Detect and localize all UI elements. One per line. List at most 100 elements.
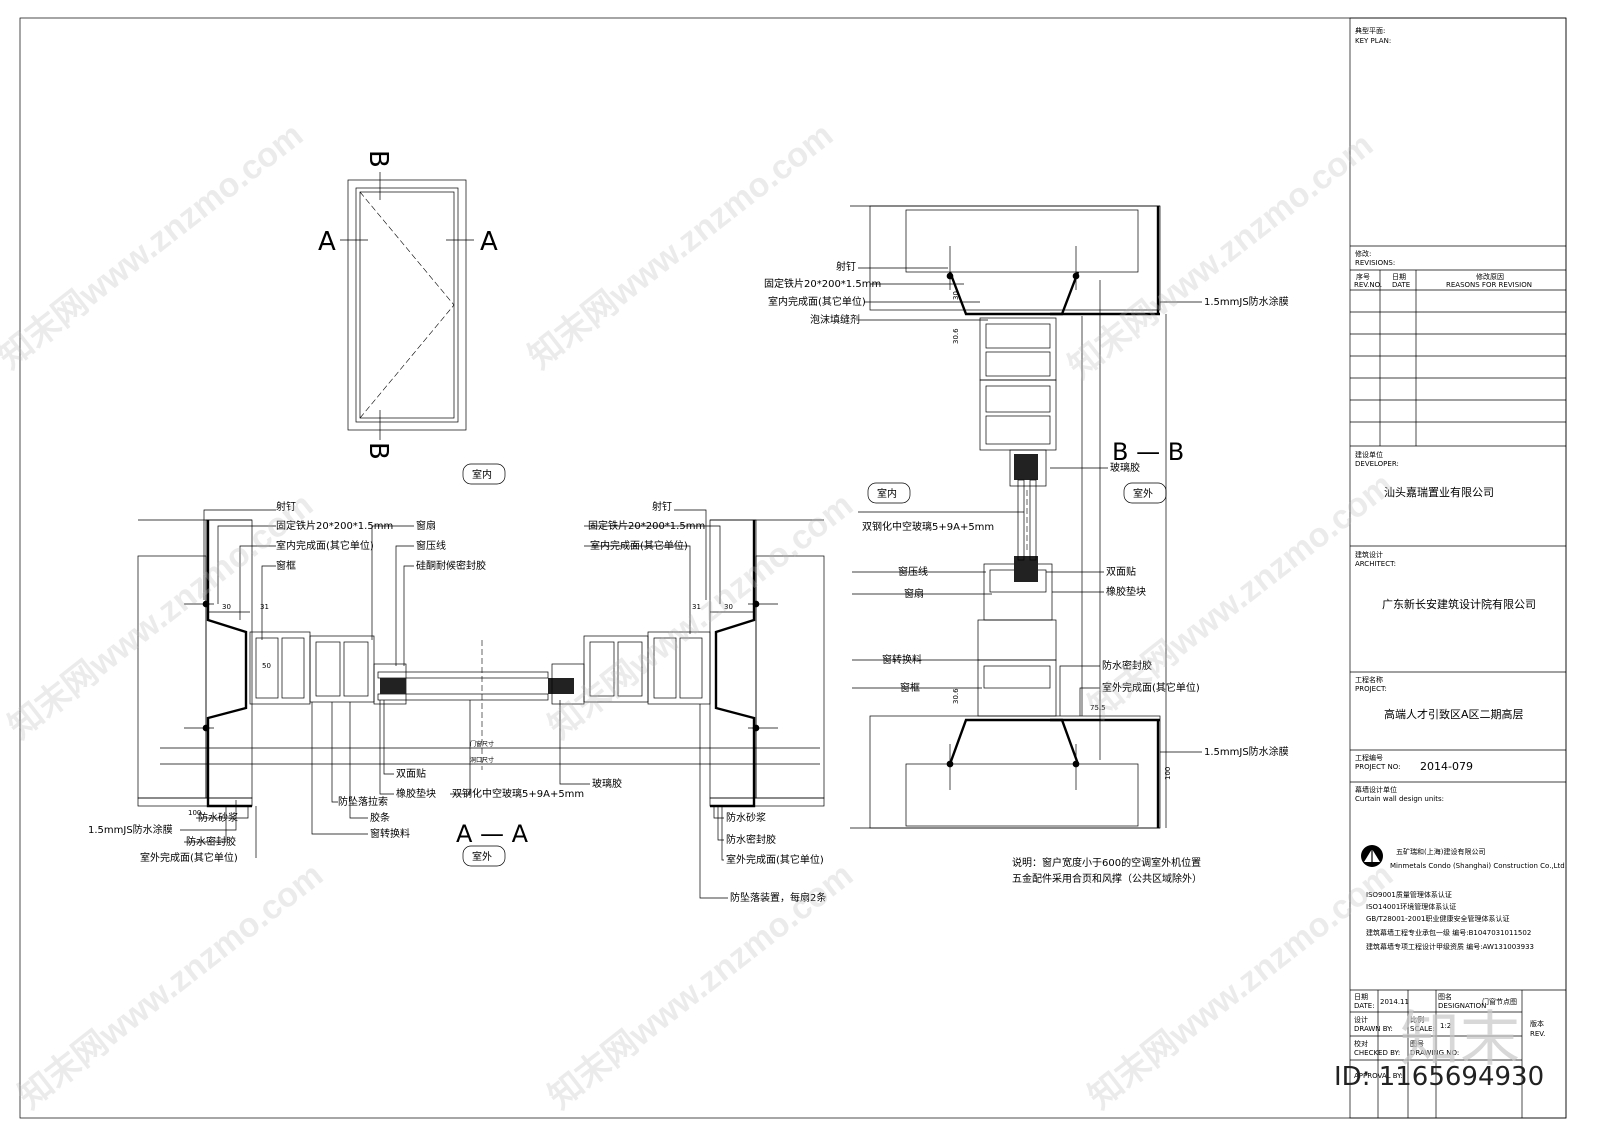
watermark-layer: 知末网www.znzmo.com 知末网www.znzmo.com 知末网www… xyxy=(0,116,1400,1117)
bb-note-line-1: 说明：窗户宽度小于600的空调室外机位置 xyxy=(1012,856,1201,869)
bb-label-transfer-profile: 窗转换料 xyxy=(882,653,922,666)
tb-project-value: 高端人才引致区A区二期高层 xyxy=(1384,707,1524,721)
bb-dim-30-6-top: 30.6 xyxy=(952,328,960,344)
title-block-frame xyxy=(1349,17,1567,1119)
bb-label-outdoor-finish: 室外完成面(其它单位) xyxy=(1102,681,1200,694)
tb-drawing-no-en: DRAWING NO: xyxy=(1410,1049,1459,1057)
bb-label-js-membrane-bottom: 1.5mmJS防水涂膜 xyxy=(1204,745,1289,758)
watermark-id: ID: 1165694930 xyxy=(1334,1062,1544,1092)
aa-dim-50: 50 xyxy=(262,662,271,670)
watermark-text: 知末网www.znzmo.com xyxy=(542,856,861,1117)
tb-date-cn: 日期 xyxy=(1392,273,1406,281)
tb-scale-value: 1:2 xyxy=(1440,1022,1451,1030)
tb-cert-2: GB/T28001-2001职业健康安全管理体系认证 xyxy=(1366,914,1509,923)
bb-label-double-tape: 双面贴 xyxy=(1106,565,1136,578)
tb-project-en: PROJECT: xyxy=(1355,685,1387,693)
aa-label-js-membrane: 1.5mmJS防水涂膜 xyxy=(88,823,173,836)
bb-label-glass-spec: 双钢化中空玻璃5+9A+5mm xyxy=(862,520,994,533)
tb-revisions-en: REVISIONS: xyxy=(1355,259,1395,267)
tb-approved-en: APPROVAL BY: xyxy=(1354,1072,1403,1080)
bb-label-shooting-nail: 射钉 xyxy=(836,261,856,273)
bb-dim-30-top: 30 xyxy=(952,291,960,300)
tb-scale-en: SCALE: xyxy=(1410,1025,1435,1033)
bb-label-waterproof-sealant: 防水密封胶 xyxy=(1102,659,1152,672)
bb-label-glass-glue: 玻璃胶 xyxy=(1110,461,1140,474)
bb-note-line-2: 五金配件采用合页和风撑（公共区域除外） xyxy=(1012,872,1202,885)
tb-project-no-value: 2014-079 xyxy=(1420,760,1473,773)
tb-designation-cn: 图名 xyxy=(1438,992,1452,1001)
tb-checked-en: CHECKED BY: xyxy=(1354,1049,1400,1057)
bb-label-rubber-block: 橡胶垫块 xyxy=(1106,585,1146,598)
aa-label-window-frame: 窗框 xyxy=(276,559,296,572)
bb-dim-100: 100 xyxy=(1164,767,1172,780)
bb-label-glazing-bead: 窗压线 xyxy=(898,565,928,578)
aa-center-dim-1: 门窗尺寸 xyxy=(470,740,494,748)
window-elevation: B B A A 室内 xyxy=(318,150,506,485)
tb-designation-en: DESIGNATION xyxy=(1438,1002,1486,1010)
tb-rev-no-en: REV.NO. xyxy=(1354,281,1382,289)
tb-revisions-cn: 修改: xyxy=(1355,249,1371,258)
section-bb-title: B — B xyxy=(1112,438,1184,466)
aa-label-outdoor-finish-right: 室外完成面(其它单位) xyxy=(726,853,824,866)
watermark-text: 知末网www.znzmo.com xyxy=(1062,126,1381,387)
aa-outdoor-tag: 室外 xyxy=(472,850,492,863)
tb-key-plan-en: KEY PLAN: xyxy=(1355,37,1391,45)
tb-designation-value: 门窗节点图 xyxy=(1482,997,1517,1006)
bb-outdoor-tag: 室外 xyxy=(1133,487,1153,500)
tb-company-cn: 五矿瑞和(上海)建设有限公司 xyxy=(1396,847,1485,856)
aa-label-shooting-nail: 射钉 xyxy=(276,501,296,513)
aa-label-outdoor-finish: 室外完成面(其它单位) xyxy=(140,851,238,864)
aa-label-indoor-finish: 室内完成面(其它单位) xyxy=(276,539,374,552)
tb-project-no-en: PROJECT NO: xyxy=(1355,763,1400,771)
aa-dim-31-right: 31 xyxy=(692,603,701,611)
tb-curtain-en: Curtain wall design units: xyxy=(1355,795,1444,803)
tb-developer-value: 汕头嘉瑞置业有限公司 xyxy=(1384,485,1494,499)
section-mark-a-left: A xyxy=(318,227,336,257)
bb-dim-75-5: 75.5 xyxy=(1090,704,1106,712)
company-logo xyxy=(1361,845,1383,867)
title-block: 典型平面: KEY PLAN: 修改: REVISIONS: 序号 REV.NO… xyxy=(1350,26,1567,1118)
aa-label-shooting-nail-right: 射钉 xyxy=(652,501,672,513)
tb-architect-en: ARCHITECT: xyxy=(1355,560,1396,568)
tb-key-plan-cn: 典型平面: xyxy=(1355,26,1385,35)
tb-design-cn: 设计 xyxy=(1354,1015,1368,1024)
tb-project-cn: 工程名称 xyxy=(1355,675,1383,684)
tb-developer-cn: 建设单位 xyxy=(1355,450,1383,459)
bb-label-fixing-plate: 固定铁片20*200*1.5mm xyxy=(764,277,881,290)
tb-version-cn: 版本 xyxy=(1530,1019,1544,1028)
aa-label-fixing-plate-right: 固定铁片20*200*1.5mm xyxy=(588,519,705,532)
tb-architect-cn: 建筑设计 xyxy=(1355,550,1383,559)
tb-reason-cn: 修改原因 xyxy=(1476,272,1504,281)
tb-drawing-no-cn: 图号 xyxy=(1410,1040,1424,1048)
tb-reason-en: REASONS FOR REVISION xyxy=(1446,281,1532,289)
section-aa-drawing: 30 31 50 100 30 31 门窗尺寸 洞口尺寸 xyxy=(88,501,826,904)
tb-cert-4: 建筑幕墙专项工程设计甲级资质 编号:AW131003933 xyxy=(1366,942,1534,951)
section-aa-title: A — A xyxy=(456,820,529,848)
aa-label-glass-spec: 双钢化中空玻璃5+9A+5mm xyxy=(452,787,584,800)
aa-label-fall-cable: 防坠落拉索 xyxy=(338,795,388,808)
aa-label-glazing-bead: 窗压线 xyxy=(416,539,446,552)
tb-checked-cn: 校对 xyxy=(1354,1039,1368,1048)
section-bb-drawing: 30 30.6 30.6 75.5 100 射钉 固定铁片20*200*1.5m… xyxy=(764,205,1289,885)
tb-cert-3: 建筑幕墙工程专业承包一级 编号:B1047031011502 xyxy=(1366,928,1531,937)
aa-label-silicone-sealant: 硅酮耐候密封胶 xyxy=(416,559,486,572)
aa-dim-100: 100 xyxy=(188,809,201,817)
tb-project-no-cn: 工程编号 xyxy=(1355,753,1383,762)
watermark-text: 知末网www.znzmo.com xyxy=(522,116,841,377)
aa-dim-31-left: 31 xyxy=(260,603,269,611)
aa-label-waterproof-mortar-right: 防水砂浆 xyxy=(726,811,766,824)
tb-date-value: 2014.11 xyxy=(1380,998,1409,1006)
aa-center-dim-2: 洞口尺寸 xyxy=(470,756,494,764)
section-mark-b-bottom: B xyxy=(363,442,393,460)
watermark-logo-text: 知末 xyxy=(1400,1005,1520,1075)
aa-dim-30-left: 30 xyxy=(222,603,231,611)
bb-label-window-frame: 窗框 xyxy=(900,681,920,694)
tb-architect-value: 广东新长安建筑设计院有限公司 xyxy=(1382,597,1536,611)
watermark-text: 知末网www.znzmo.com xyxy=(12,856,331,1117)
bb-dim-30-6-bottom: 30.6 xyxy=(952,688,960,704)
aa-label-double-tape: 双面贴 xyxy=(396,767,426,780)
aa-label-transfer-profile: 窗转换料 xyxy=(370,827,410,840)
aa-label-sash: 窗扇 xyxy=(416,519,436,532)
watermark-text: 知末网www.znzmo.com xyxy=(2,486,321,747)
